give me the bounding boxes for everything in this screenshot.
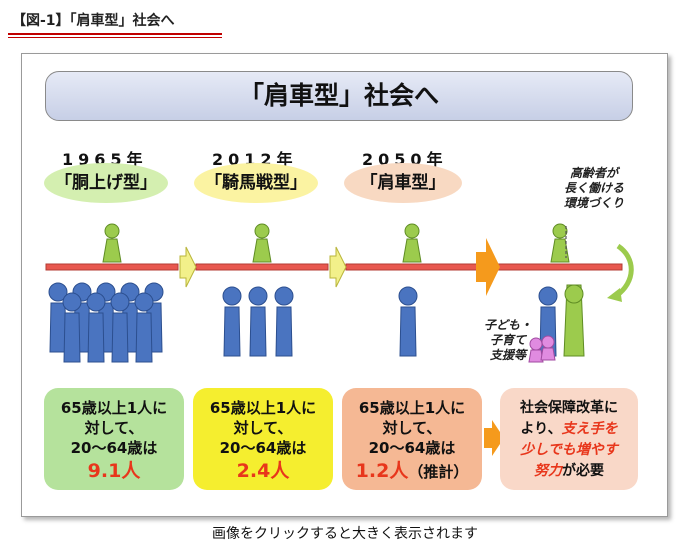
ratio-2050-line3: 20～64歳は: [368, 439, 456, 457]
ratio-box-2012: 65歳以上1人に 対して、 20～64歳は 2.4人: [193, 388, 333, 490]
reform-line2b: 支え手を: [561, 421, 618, 437]
reform-line4a: 努力: [534, 463, 562, 479]
ratio-1965-value: 9.1人: [87, 460, 141, 482]
era-type-kibasen: 「騎馬戦型」: [194, 163, 318, 203]
note-child-support: 子ども・ 子育て 支援等: [483, 318, 532, 362]
note-elderly-work: 高齢者が 長く働ける 環境づくり: [563, 166, 624, 210]
reform-box: 社会保障改革に より、支え手を 少しでも増やす 努力が必要: [500, 388, 638, 490]
ratio-box-2050: 65歳以上1人に 対して、 20～64歳は 1.2人（推計）: [342, 388, 482, 490]
ratio-2050-line1: 65歳以上1人に: [358, 399, 466, 417]
ratio-1965-line2: 対して、: [84, 419, 144, 437]
workers-reform: [538, 284, 585, 357]
era-type-doage: 「胴上げ型」: [44, 163, 168, 203]
workers-2050: [398, 286, 418, 357]
ratio-box-1965: 65歳以上1人に 対して、 20～64歳は 9.1人: [44, 388, 184, 490]
ratio-2050-value: 1.2人: [355, 460, 409, 482]
header-underline: [8, 33, 222, 35]
children-figures: [528, 335, 556, 363]
reform-line2a: より、: [520, 421, 562, 437]
reform-line3: 少しでも増やす: [520, 442, 618, 458]
diagram-title: 「肩車型」社会へ: [45, 71, 633, 121]
reform-line4b: が必要: [562, 463, 604, 479]
era-type-kataguruma: 「肩車型」: [344, 163, 462, 203]
ratio-2012-value: 2.4人: [236, 460, 290, 482]
elderly-figures: [102, 223, 570, 263]
workers-2012: [222, 286, 294, 357]
ratio-1965-line3: 20～64歳は: [70, 439, 158, 457]
ratio-2050-suffix: （推計）: [408, 463, 469, 481]
transition-arrows: [179, 238, 634, 302]
ratio-2012-line1: 65歳以上1人に: [209, 399, 317, 417]
reform-line1: 社会保障改革に: [520, 400, 618, 416]
workers-1965: [48, 282, 164, 363]
page-header: 【図-1】「肩車型」社会へ: [12, 13, 175, 29]
header-underline-thin: [8, 37, 222, 38]
ratio-2050-line2: 対して、: [382, 419, 442, 437]
reform-arrow: [484, 420, 504, 456]
ratio-2012-line3: 20～64歳は: [219, 439, 307, 457]
enlarge-caption[interactable]: 画像をクリックすると大きく表示されます: [212, 526, 478, 542]
ratio-1965-line1: 65歳以上1人に: [60, 399, 168, 417]
ratio-2012-line2: 対して、: [233, 419, 293, 437]
